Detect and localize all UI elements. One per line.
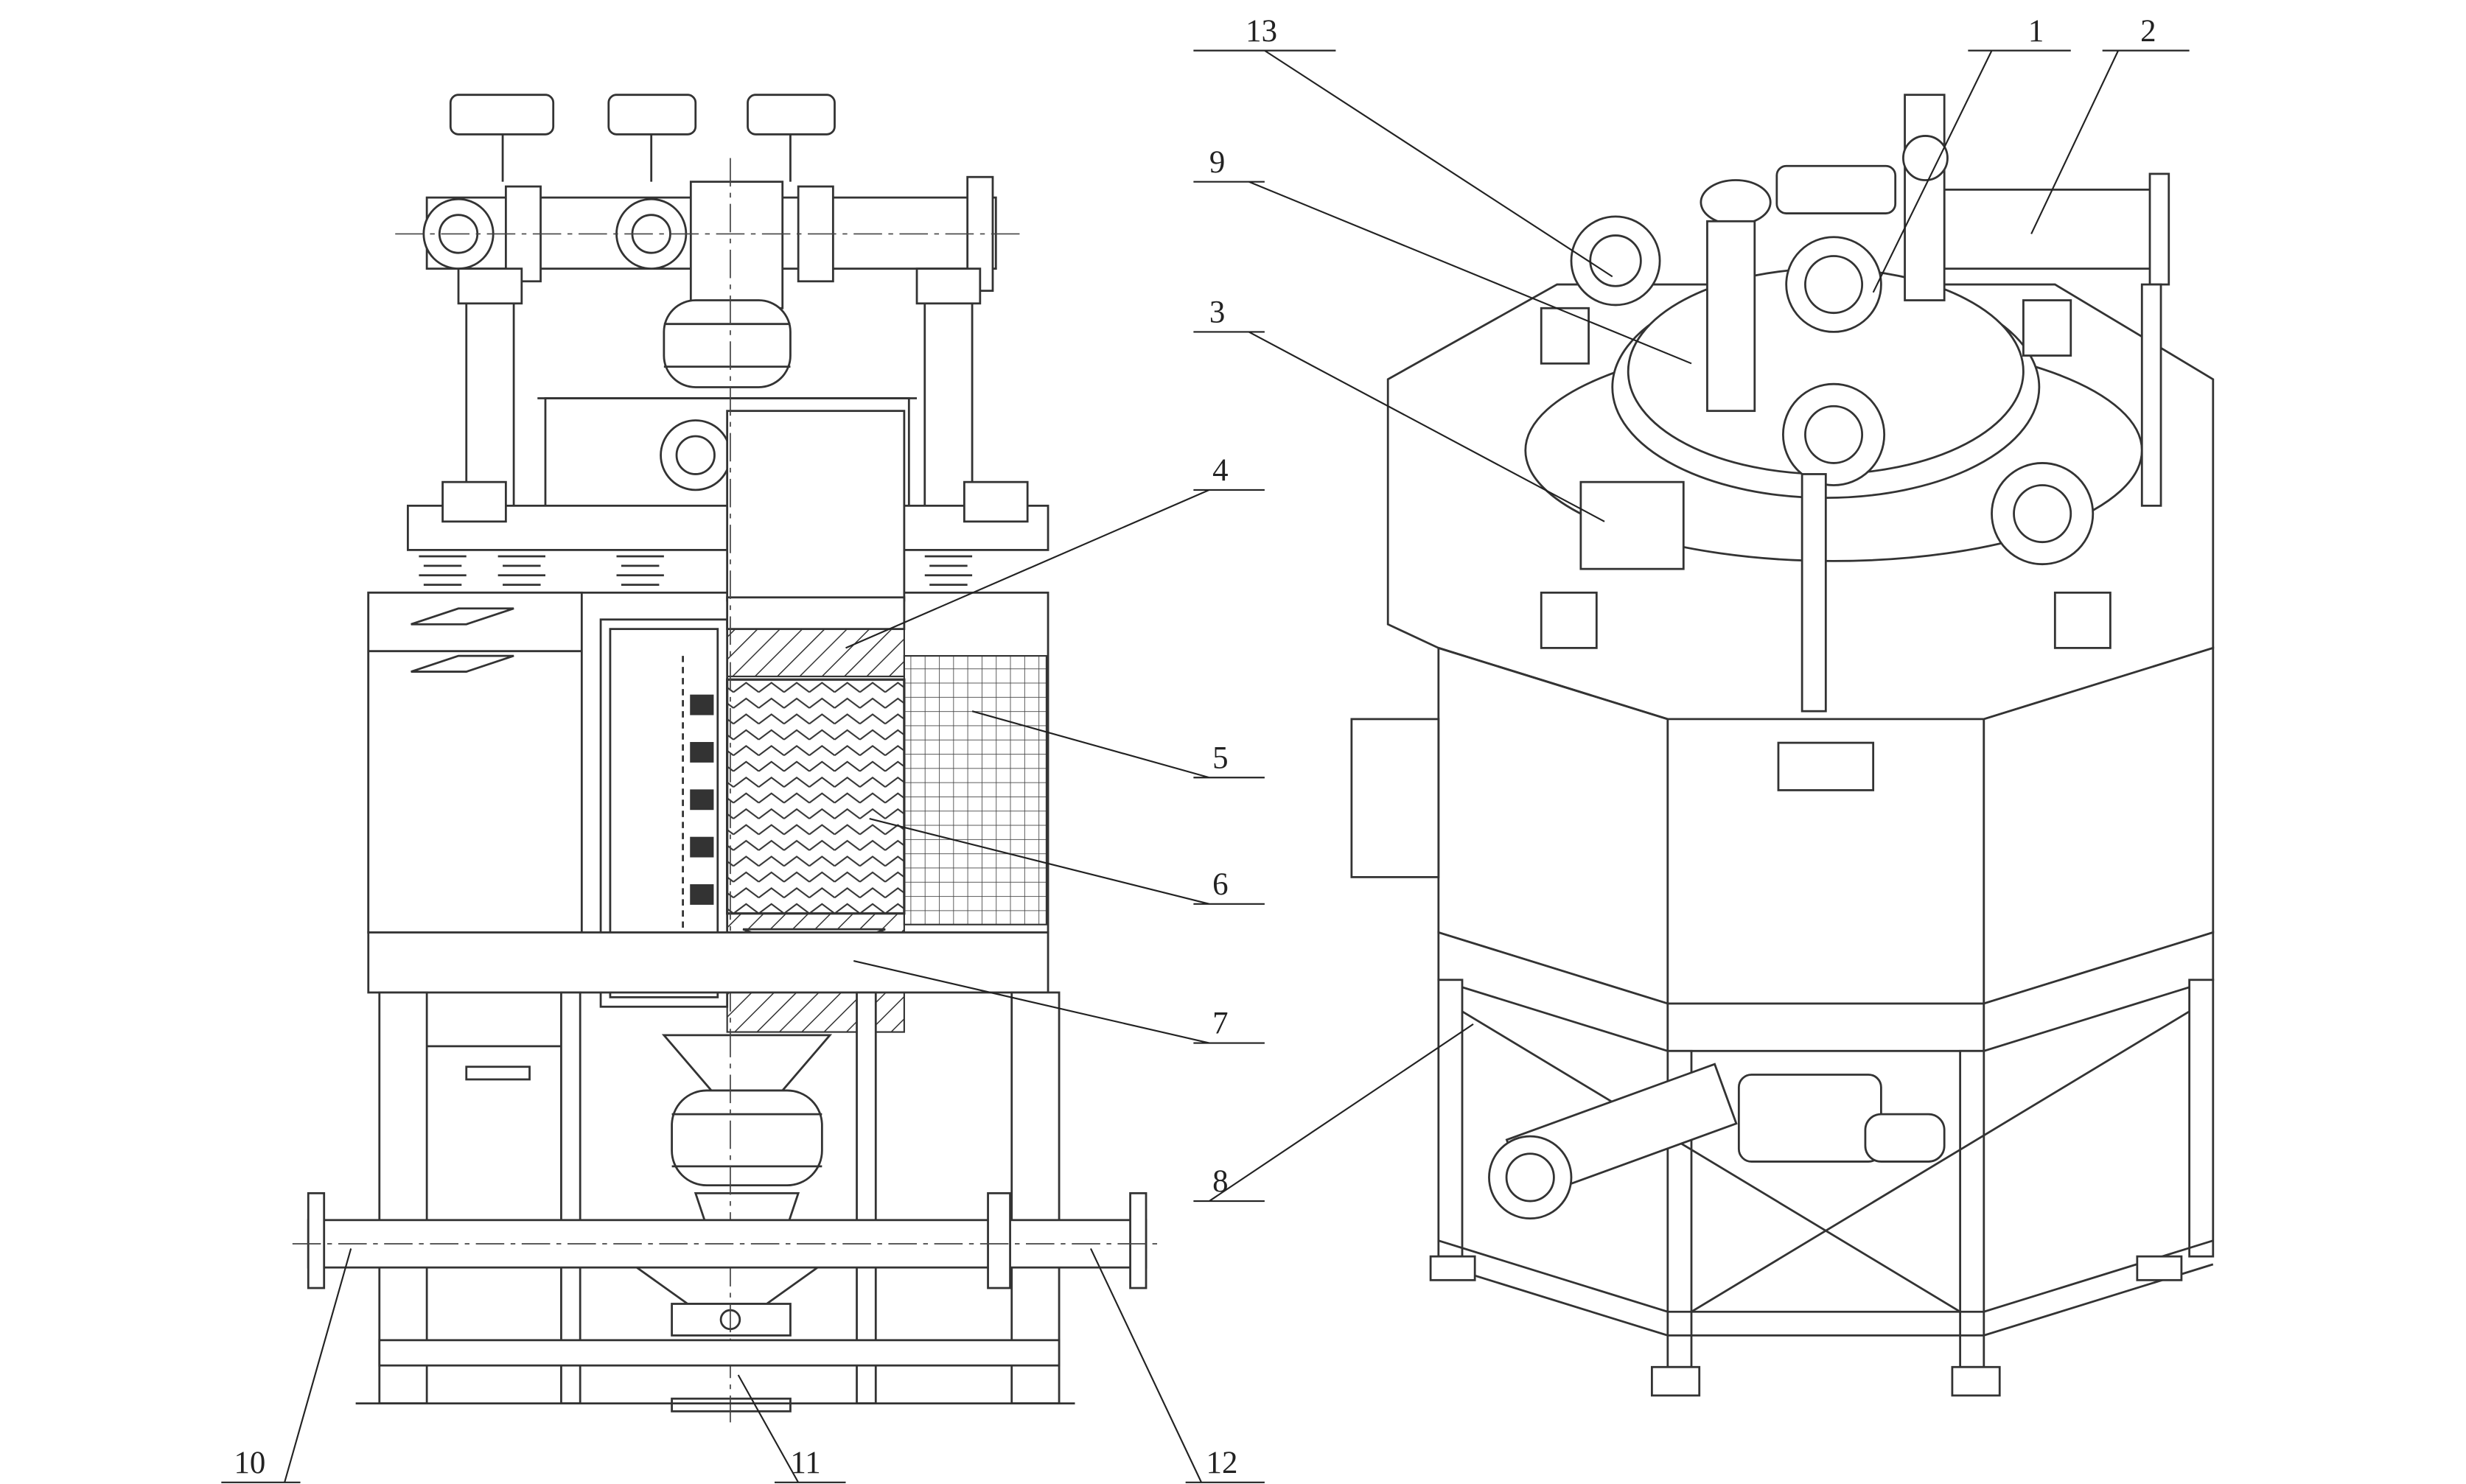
callout-8: 8 xyxy=(1212,1164,1228,1199)
callout-6: 6 xyxy=(1212,867,1228,902)
callout-12: 12 xyxy=(1206,1446,1238,1480)
callout-10: 10 xyxy=(234,1446,265,1480)
coil-windings xyxy=(682,656,714,933)
top-manifold xyxy=(395,175,1020,309)
callout-3: 3 xyxy=(1209,295,1225,330)
callout-11: 11 xyxy=(790,1446,820,1480)
callout-9: 9 xyxy=(1209,145,1225,180)
callout-4: 4 xyxy=(1212,453,1228,488)
valve-actuators xyxy=(449,94,836,182)
callout-2: 2 xyxy=(2140,14,2156,49)
front-elevation-view xyxy=(292,94,1162,1423)
callouts: 13 1 2 9 3 4 5 6 7 8 10 11 12 xyxy=(221,14,2190,1483)
springs xyxy=(419,555,973,595)
isometric-view xyxy=(1350,94,2215,1397)
callout-13: 13 xyxy=(1246,14,1277,49)
callout-1: 1 xyxy=(2028,14,2044,49)
callout-7: 7 xyxy=(1212,1007,1228,1041)
callout-5: 5 xyxy=(1212,741,1228,775)
